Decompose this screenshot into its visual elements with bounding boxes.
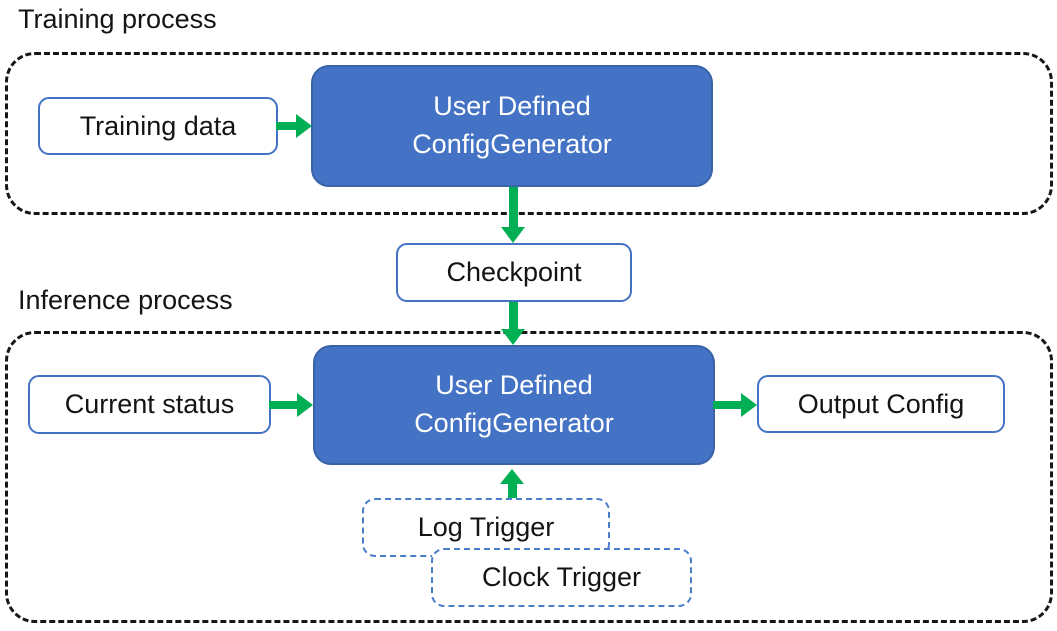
arrow-right-icon <box>269 393 313 417</box>
generator-label-line1: User Defined <box>435 370 593 401</box>
generator-label-line2: ConfigGenerator <box>412 129 612 159</box>
arrow-shaft <box>508 302 518 329</box>
arrow-head <box>500 469 524 484</box>
training-process-title: Training process <box>18 4 217 34</box>
arrow-down-icon <box>501 302 525 345</box>
arrow-shaft <box>269 401 297 409</box>
arrow-shaft <box>276 122 296 130</box>
arrow-right-icon <box>276 114 312 138</box>
training-data-box: Training data <box>38 97 278 155</box>
arrow-right-icon <box>713 393 757 417</box>
arrow-up-icon <box>500 469 524 498</box>
inference-process-title: Inference process <box>18 285 233 315</box>
checkpoint-box: Checkpoint <box>396 243 632 302</box>
arrow-head <box>296 114 312 138</box>
training-process-container <box>5 52 1053 215</box>
arrow-shaft <box>507 484 517 498</box>
current-status-box: Current status <box>28 375 271 434</box>
arrow-head <box>501 227 525 243</box>
training-config-generator-box: User Defined ConfigGenerator <box>311 65 713 187</box>
output-config-box: Output Config <box>757 375 1005 433</box>
arrow-head <box>297 393 313 417</box>
log-trigger-box: Log Trigger <box>362 498 610 557</box>
arrow-head <box>741 393 757 417</box>
arrow-shaft <box>713 401 741 409</box>
clock-trigger-box: Clock Trigger <box>431 548 692 607</box>
generator-label-line2: ConfigGenerator <box>414 408 614 438</box>
inference-config-generator-box: User Defined ConfigGenerator <box>313 345 715 465</box>
arrow-down-icon <box>501 187 525 243</box>
arrow-shaft <box>508 187 518 227</box>
inference-process-container <box>5 331 1053 623</box>
generator-label-line1: User Defined <box>433 91 591 122</box>
arrow-head <box>501 329 525 345</box>
